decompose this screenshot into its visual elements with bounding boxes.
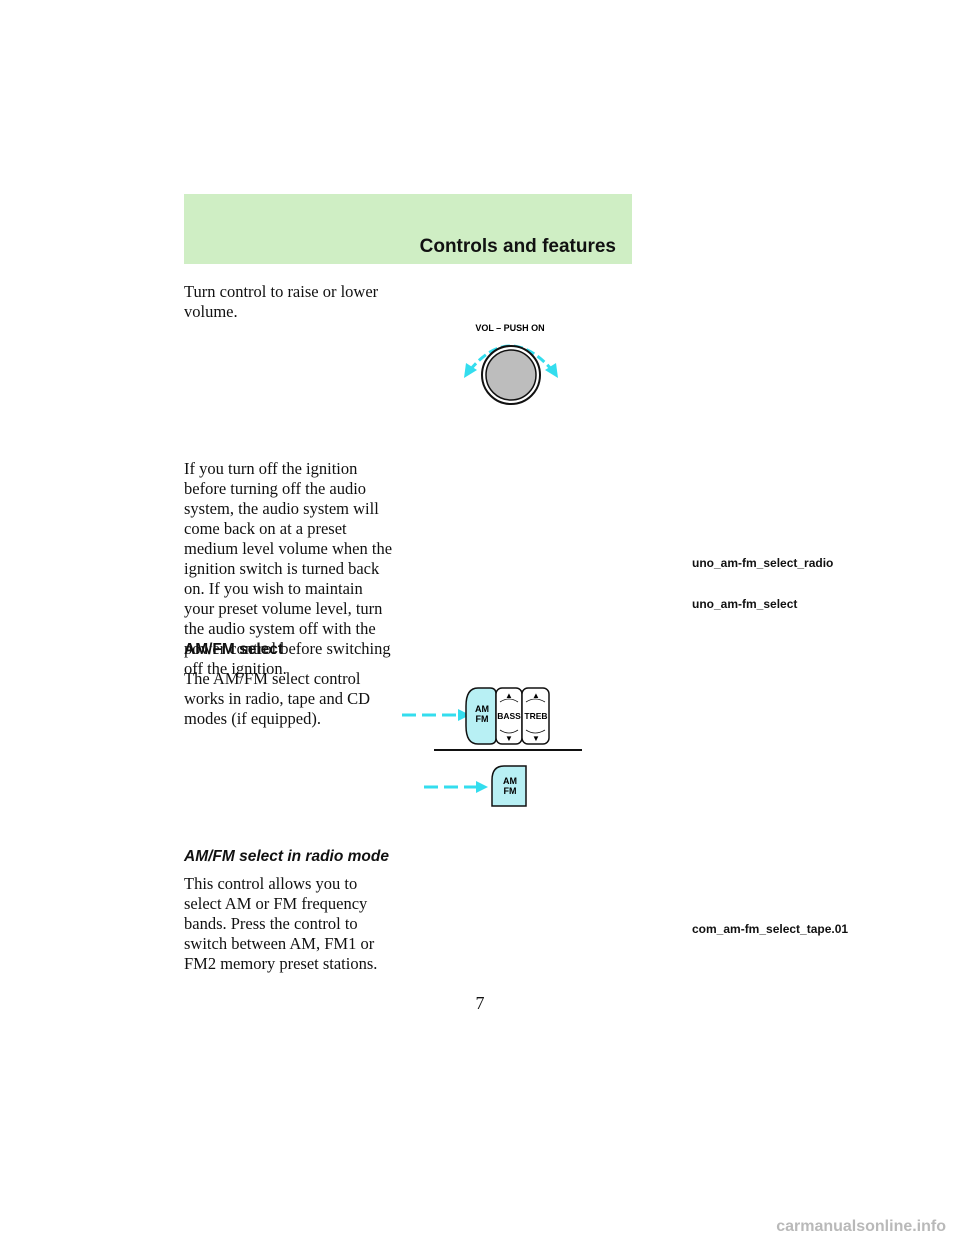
treb-down-arrow-icon: ▼: [532, 734, 540, 743]
bass-up-arrow-icon: ▲: [505, 691, 513, 700]
am-fm-button-standalone-icon: [491, 765, 527, 807]
section-header-band: Controls and features: [184, 194, 632, 264]
footer-watermark: carmanualsonline.info: [776, 1218, 946, 1235]
am-fm-button-icon: [465, 687, 497, 745]
arrow-right-head-icon: [545, 363, 558, 378]
section-title: Controls and features: [419, 236, 616, 257]
bass-divider-top: [499, 698, 519, 703]
treb-divider-top: [525, 698, 546, 703]
figure-label-tape: com_am-fm_select_tape.01: [692, 922, 849, 936]
am-fm-standalone-line2: FM: [504, 786, 517, 796]
heading-amfm-select: AM/FM select: [184, 641, 284, 658]
am-fm-standalone-line1: AM: [503, 776, 517, 786]
volume-paragraph: Turn control to raise or lower volume.: [184, 282, 379, 321]
amfm-button-cluster-figure: AM FM ▲ BASS ▼ ▲ TREB ▼ AM FM: [402, 687, 582, 807]
rotation-arrow-path: [468, 344, 554, 371]
treb-up-arrow-icon: ▲: [532, 691, 540, 700]
bass-down-arrow-icon: ▼: [505, 734, 513, 743]
radio-mode-paragraph: This control allows you to select AM or …: [184, 874, 378, 973]
treb-button-icon: [521, 687, 550, 745]
figure-label-select: uno_am-fm_select: [692, 597, 798, 611]
volume-knob-figure: VOL – PUSH ON: [464, 323, 558, 405]
treb-button-label: TREB: [524, 711, 547, 721]
volume-knob-label: VOL – PUSH ON: [475, 323, 544, 333]
page-number: 7: [475, 993, 485, 1013]
am-fm-button-line1: AM: [475, 704, 489, 714]
bass-divider-bottom: [499, 729, 519, 734]
volume-knob-icon: [485, 349, 537, 401]
bass-button-label: BASS: [497, 711, 521, 721]
arrow-left-head-icon: [464, 363, 477, 378]
treb-divider-bottom: [525, 729, 546, 734]
heading-amfm-radio-mode: AM/FM select in radio mode: [184, 848, 389, 865]
pointer-arrow-head-icon-2: [476, 781, 488, 793]
figure-label-radio: uno_am-fm_select_radio: [692, 556, 834, 570]
am-fm-button-line2: FM: [476, 714, 489, 724]
ignition-paragraph: If you turn off the ignition before turn…: [184, 459, 393, 678]
amfm-intro-paragraph: The AM/FM select control works in radio,…: [184, 669, 371, 728]
pointer-arrow-head-icon: [458, 709, 470, 721]
